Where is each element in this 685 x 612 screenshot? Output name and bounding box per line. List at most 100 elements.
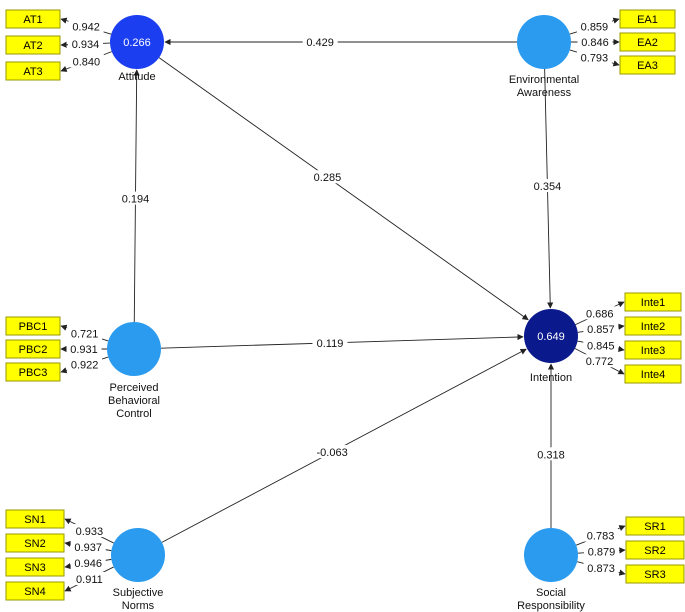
path-coefficient-social_responsibility-to-intention: 0.318 xyxy=(537,449,565,461)
construct-name-environmental_awareness: Awareness xyxy=(517,87,572,99)
construct-name-environmental_awareness: Environmental xyxy=(509,74,579,86)
path-coefficient-perceived_behavioral_control-to-attitude: 0.194 xyxy=(122,194,150,206)
indicator-box-inte1[interactable] xyxy=(624,292,682,312)
construct-perceived_behavioral_control[interactable] xyxy=(107,322,161,376)
indicator-box-sn3[interactable] xyxy=(5,557,65,577)
indicator-label-at2: AT2 xyxy=(23,40,42,52)
indicator-box-pbc2[interactable] xyxy=(5,339,61,359)
path-coefficient-attitude-to-intention-bg xyxy=(309,170,345,184)
loading-value-sn3-bg xyxy=(70,556,106,570)
loading-value-inte2-bg xyxy=(583,322,619,336)
indicator-box-ea1[interactable] xyxy=(619,9,676,29)
loading-value-ea2-bg xyxy=(577,35,613,48)
path-coefficient-social_responsibility-to-intention-bg xyxy=(533,447,569,461)
indicator-box-at2[interactable] xyxy=(5,35,61,55)
construct-subjective_norms[interactable] xyxy=(111,528,165,582)
indicator-box-sn2[interactable] xyxy=(5,533,65,553)
indicator-box-inte4[interactable] xyxy=(624,364,682,384)
construct-environmental_awareness[interactable] xyxy=(517,15,571,69)
loading-value-sr3-bg xyxy=(583,560,619,574)
construct-name-social_responsibility: Responsibility xyxy=(517,600,585,612)
loading-value-inte4: 0.772 xyxy=(586,356,614,368)
loading-value-sn4-bg xyxy=(71,571,107,585)
path-coefficient-perceived_behavioral_control-to-intention: 0.119 xyxy=(317,338,344,350)
loading-value-sn4: 0.911 xyxy=(76,574,103,586)
construct-name-perceived_behavioral_control: Behavioral xyxy=(108,395,160,407)
indicator-label-inte3: Inte3 xyxy=(641,345,665,357)
path-coefficient-environmental_awareness-to-attitude: 0.429 xyxy=(306,37,334,49)
construct-social_responsibility[interactable] xyxy=(524,528,578,582)
path-coefficient-perceived_behavioral_control-to-intention-bg xyxy=(312,335,348,349)
path-coefficient-environmental_awareness-to-intention-bg xyxy=(529,179,565,193)
indicator-box-sr3[interactable] xyxy=(625,564,685,584)
indicator-box-inte2[interactable] xyxy=(624,316,682,336)
indicator-box-pbc1[interactable] xyxy=(5,316,61,336)
path-coefficient-subjective_norms-to-intention: -0.063 xyxy=(317,447,348,459)
path-coefficient-subjective_norms-to-intention-bg xyxy=(311,445,353,459)
indicator-label-ea1: EA1 xyxy=(637,14,658,26)
r-squared-attitude: 0.266 xyxy=(123,37,151,49)
indicator-box-sr2[interactable] xyxy=(625,540,685,560)
loading-value-pbc2-bg xyxy=(66,342,102,355)
loading-value-sr1-bg xyxy=(583,528,619,542)
construct-name-subjective_norms: Norms xyxy=(122,600,155,612)
indicator-box-sr1[interactable] xyxy=(625,516,685,536)
indicator-label-ea2: EA2 xyxy=(637,37,658,49)
path-coefficient-environmental_awareness-to-intention: 0.354 xyxy=(534,181,562,193)
loading-value-sn1-bg xyxy=(71,524,107,538)
indicator-label-sr1: SR1 xyxy=(644,521,665,533)
construct-name-attitude: Attitude xyxy=(118,71,155,83)
path-coefficient-perceived_behavioral_control-to-attitude-bg xyxy=(117,191,153,205)
loading-value-inte3-bg xyxy=(583,338,619,352)
construct-name-intention: Intention xyxy=(530,372,572,384)
construct-name-perceived_behavioral_control: Control xyxy=(116,408,151,420)
loading-value-inte2: 0.857 xyxy=(587,324,615,336)
indicator-box-pbc3[interactable] xyxy=(5,362,61,382)
indicator-label-sr3: SR3 xyxy=(644,569,665,581)
indicator-label-at3: AT3 xyxy=(23,66,42,78)
loading-value-ea1: 0.859 xyxy=(581,22,609,34)
loading-value-inte3: 0.845 xyxy=(587,341,615,353)
indicator-box-inte3[interactable] xyxy=(624,340,682,360)
loading-value-pbc2: 0.931 xyxy=(70,344,98,356)
loading-value-sr1: 0.783 xyxy=(587,531,615,543)
loading-value-pbc1-bg xyxy=(67,326,103,340)
loading-value-sr3: 0.873 xyxy=(587,563,615,575)
r-squared-intention: 0.649 xyxy=(537,331,565,343)
loading-value-pbc3-bg xyxy=(67,357,103,371)
path-coefficient-environmental_awareness-to-attitude-bg xyxy=(302,35,338,48)
indicator-box-at1[interactable] xyxy=(5,9,61,29)
loading-value-inte4-bg xyxy=(581,354,617,368)
loading-value-at1-bg xyxy=(68,19,104,33)
construct-name-perceived_behavioral_control: Perceived xyxy=(110,382,159,394)
indicator-box-at3[interactable] xyxy=(5,61,61,81)
loading-value-sn3: 0.946 xyxy=(74,558,102,570)
loading-value-ea1-bg xyxy=(576,19,612,33)
loading-value-at3: 0.840 xyxy=(73,56,101,68)
construct-name-subjective_norms: Subjective xyxy=(113,587,164,599)
construct-name-social_responsibility: Social xyxy=(536,587,566,599)
construct-intention[interactable] xyxy=(524,309,578,363)
indicator-label-sr2: SR2 xyxy=(644,545,665,557)
indicator-label-inte4: Inte4 xyxy=(641,369,665,381)
indicator-label-sn1: SN1 xyxy=(24,514,45,526)
indicator-label-sn2: SN2 xyxy=(24,538,45,550)
indicator-box-sn1[interactable] xyxy=(5,509,65,529)
indicator-label-at1: AT1 xyxy=(23,14,42,26)
indicator-label-pbc2: PBC2 xyxy=(19,344,48,356)
path-attitude-to-intention xyxy=(158,57,529,321)
loading-value-sn1: 0.933 xyxy=(76,526,104,538)
loading-value-at2: 0.934 xyxy=(72,39,100,51)
indicator-box-ea2[interactable] xyxy=(619,32,676,52)
loading-value-ea3: 0.793 xyxy=(581,52,609,64)
loading-value-ea3-bg xyxy=(576,50,612,64)
indicator-label-sn3: SN3 xyxy=(24,562,45,574)
loading-value-sr2-bg xyxy=(583,544,619,558)
indicator-label-inte2: Inte2 xyxy=(641,321,665,333)
indicator-box-sn4[interactable] xyxy=(5,581,65,601)
loading-value-ea2: 0.846 xyxy=(581,37,609,49)
construct-attitude[interactable] xyxy=(110,15,164,69)
indicator-box-ea3[interactable] xyxy=(619,55,676,75)
indicator-label-pbc3: PBC3 xyxy=(19,367,48,379)
